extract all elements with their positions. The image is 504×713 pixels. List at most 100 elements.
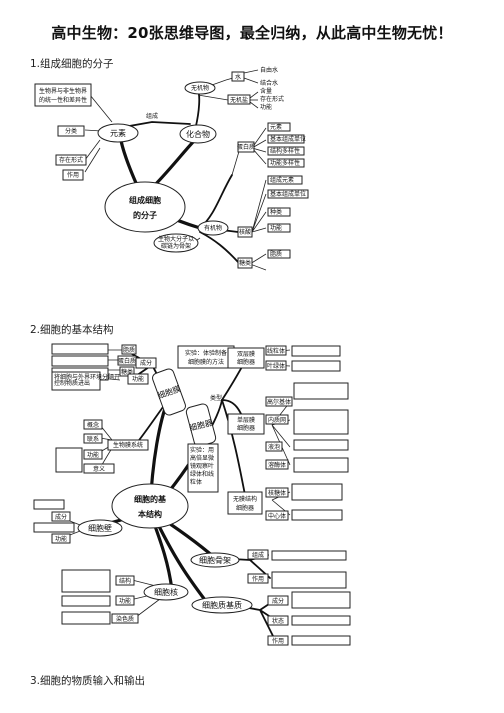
- nucleus-item-1: [115, 575, 135, 586]
- matrix-desc-3: [291, 635, 351, 646]
- none-line-1: 无膜结构: [233, 495, 257, 503]
- life-note-1: 生物大分子以: [158, 235, 194, 243]
- single-desc-2: [293, 409, 349, 435]
- node-func-label: 功能: [132, 375, 144, 383]
- nucleus-item-3: [111, 613, 139, 624]
- center-node-molecules: [104, 181, 186, 233]
- matrix-item-1-label: 成分: [272, 597, 284, 605]
- node-lipid-label: 脂质: [270, 250, 282, 258]
- wall-item-2-label: 功能: [55, 535, 67, 543]
- comp-item-1-label: 脂质: [123, 346, 135, 354]
- single-item-3: [265, 441, 283, 452]
- node-concept: [83, 419, 103, 430]
- node-single: [227, 413, 265, 435]
- func-note-2: 控制物质进出: [54, 379, 90, 387]
- life-note-2: 碳链为骨架: [161, 242, 191, 250]
- node-cytoplasm: [191, 596, 253, 614]
- func-note-1: 将细胞与外界环境分隔开: [54, 373, 120, 381]
- water-bound: 结合水: [260, 79, 278, 87]
- note-line-2: 的统一性和差异性: [39, 96, 87, 104]
- exp2-line-4: 绿体和线: [190, 470, 214, 478]
- node-water: [231, 71, 245, 82]
- node-model-label: 生物膜系统: [113, 441, 143, 449]
- wall-item-1: [51, 511, 71, 522]
- node-wall-label: 细胞壁: [88, 523, 112, 533]
- note-line-1: 生物界与非生物界: [39, 87, 87, 95]
- water-free: 自由水: [260, 66, 278, 74]
- single-line-2: 细胞器: [237, 424, 255, 432]
- double-item-1: [265, 345, 287, 356]
- node-salt-label: 无机盐: [230, 96, 248, 104]
- node-salt: [227, 94, 251, 105]
- salt-function: 功能: [260, 103, 272, 111]
- cyto-item-1-label: 组成: [252, 551, 264, 559]
- node-function: [62, 169, 84, 181]
- comp-item-2-label: 蛋白质: [118, 357, 136, 365]
- nucleic-item-1: [267, 175, 303, 185]
- nucleus-item-1-label: 结构: [119, 577, 131, 585]
- page-title: 高中生物：20张思维导图，最全归纳，从此高中生物无忧！: [51, 24, 453, 42]
- matrix-desc-2: [291, 615, 351, 626]
- center-label-1: 组成细胞: [129, 195, 161, 205]
- single-item-4-label: 溶酶体: [268, 461, 286, 469]
- single-desc-4: [293, 457, 349, 473]
- single-line-1: 单层膜: [237, 416, 255, 424]
- nucleic-item-2: [267, 189, 309, 199]
- node-relation: [83, 433, 103, 444]
- salt-content: 含量: [260, 87, 272, 95]
- nucleic-item-3-label: 种类: [270, 208, 282, 216]
- node-sugar-label: 糖类: [239, 259, 251, 267]
- node-compound: [179, 124, 217, 144]
- exp2-line-2: 高倍显微: [190, 454, 214, 462]
- single-item-2: [265, 414, 289, 425]
- matrix-item-3: [267, 635, 289, 646]
- protein-item-3: [267, 146, 305, 156]
- nucleic-item-2-label: 基本组成单位: [270, 190, 306, 198]
- experiment-line-2: 细胞膜的方法: [188, 358, 224, 366]
- node-inorganic: [184, 81, 216, 95]
- node-organic-label: 有机物: [204, 224, 222, 232]
- comp-desc-2: [51, 355, 109, 367]
- exp2-line-3: 镜观察叶: [190, 462, 214, 470]
- comp-item-3: [119, 366, 135, 377]
- node-lipid: [267, 249, 291, 259]
- node-meaning-2-label: 意义: [93, 465, 105, 473]
- node-classify: [57, 125, 85, 137]
- section-heading-1: 1.组成细胞的分子: [30, 58, 114, 70]
- node-organic: [197, 220, 229, 236]
- comp-item-1: [121, 344, 137, 355]
- double-desc-2: [291, 360, 341, 372]
- exp2-box: [187, 443, 219, 493]
- matrix-item-3-label: 作用: [272, 637, 284, 645]
- node-model: [107, 439, 149, 451]
- node-classify-label: 分类: [65, 127, 77, 135]
- section-heading-3: 3.细胞的物质输入和输出: [30, 675, 146, 687]
- protein-item-4-label: 功能多样性: [270, 159, 300, 167]
- exp2-line-5: 粒体: [190, 478, 202, 486]
- none-line-2: 细胞器: [236, 504, 254, 512]
- type-label: 类型: [210, 394, 222, 402]
- nucleus-item-2: [115, 595, 135, 606]
- none-desc-1: [291, 483, 343, 501]
- double-item-2-label: 叶绿体: [267, 362, 285, 370]
- cyto-item-2: [247, 573, 269, 584]
- center-node-cell: [111, 483, 189, 529]
- link-label: 组成: [146, 112, 158, 120]
- node-inorganic-label: 无机物: [191, 84, 209, 92]
- node-water-label: 水: [235, 73, 241, 81]
- matrix-item-2-label: 状态: [272, 617, 284, 625]
- wall-item-1-label: 成分: [55, 513, 67, 521]
- node-concept-label: 概念: [87, 421, 99, 429]
- node-membrane: [152, 368, 186, 416]
- wall-item-2: [51, 533, 71, 544]
- node-meaning-1: [83, 449, 103, 460]
- nucleic-item-3: [267, 207, 291, 217]
- node-nucleus: [143, 583, 189, 601]
- node-func: [127, 373, 149, 385]
- none-item-2-label: 中心体: [268, 512, 286, 520]
- center-cell-label-2: 本结构: [137, 509, 162, 519]
- exp2-line-1: 实验：用: [190, 446, 214, 454]
- section-heading-2: 2.细胞的基本结构: [30, 324, 114, 336]
